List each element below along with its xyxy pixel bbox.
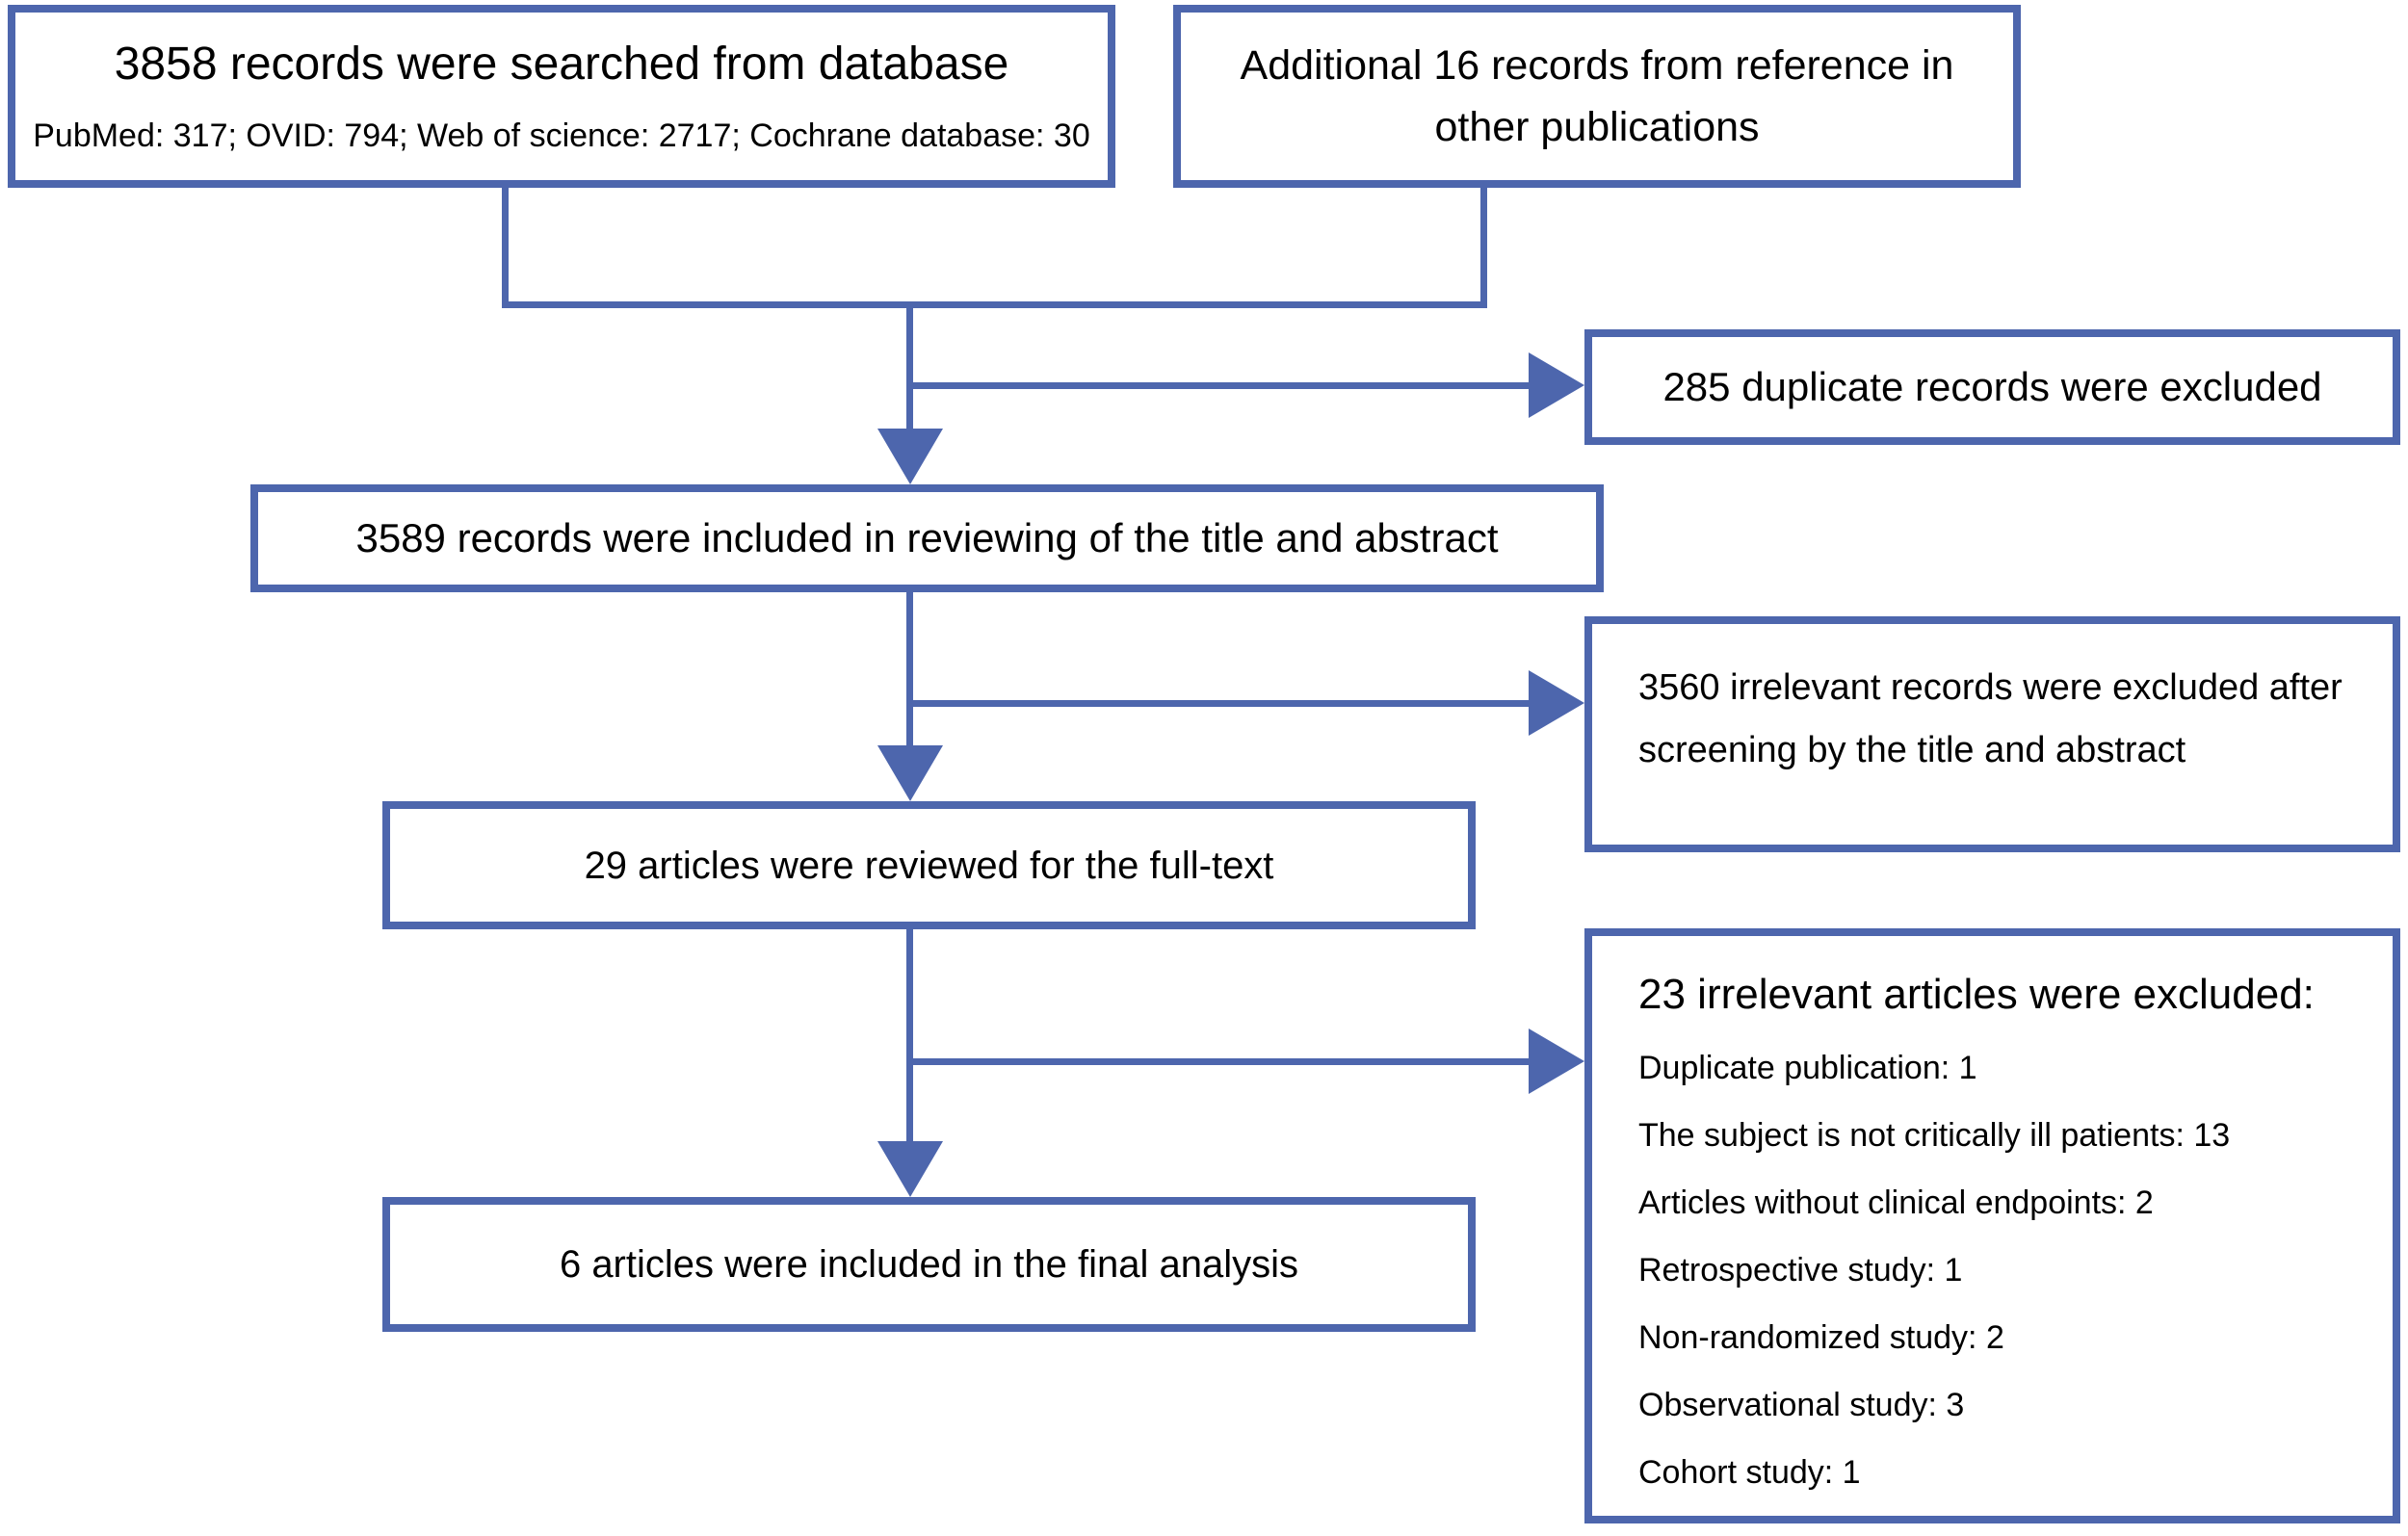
arrowhead-down-icon xyxy=(877,429,943,484)
box-title-abstract-review: 3589 records were included in reviewing … xyxy=(250,484,1604,592)
box-duplicates-excluded: 285 duplicate records were excluded xyxy=(1584,329,2400,445)
arrowhead-right-icon xyxy=(1529,352,1584,418)
box-database-search-subtitle: PubMed: 317; OVID: 794; Web of science: … xyxy=(33,117,1090,155)
box-duplicates-excluded-text: 285 duplicate records were excluded xyxy=(1662,363,2322,409)
box-fulltext-review: 29 articles were reviewed for the full-t… xyxy=(382,801,1476,929)
connector-from-additional-records xyxy=(1480,186,1487,308)
box-irrelevant-records-excluded: 3560 irrelevant records were excluded af… xyxy=(1584,616,2400,852)
connector-to-duplicates-excluded xyxy=(906,382,1532,389)
exclusion-reason-item: Duplicate publication: 1 xyxy=(1638,1050,1977,1086)
box-title-abstract-review-text: 3589 records were included in reviewing … xyxy=(355,514,1499,560)
box-database-search-title: 3858 records were searched from database xyxy=(114,38,1009,90)
box-final-analysis-text: 6 articles were included in the final an… xyxy=(559,1243,1299,1286)
box-irrelevant-records-excluded-text: 3560 irrelevant records were excluded af… xyxy=(1638,667,2343,770)
connector-to-irrelevant-records xyxy=(906,700,1532,707)
exclusion-reason-item: Observational study: 3 xyxy=(1638,1387,1965,1423)
box-database-search: 3858 records were searched from database… xyxy=(8,5,1115,188)
box-articles-excluded-title: 23 irrelevant articles were excluded: xyxy=(1638,971,2315,1018)
connector-to-articles-excluded xyxy=(906,1058,1532,1065)
connector-merge-to-review xyxy=(906,301,913,436)
box-articles-excluded-content: 23 irrelevant articles were excluded: Du… xyxy=(1592,936,2393,1506)
exclusion-reason-item: Retrospective study: 1 xyxy=(1638,1252,1963,1289)
arrowhead-right-icon xyxy=(1529,1028,1584,1094)
exclusion-reason-item: Articles without clinical endpoints: 2 xyxy=(1638,1185,2154,1221)
box-fulltext-review-text: 29 articles were reviewed for the full-t… xyxy=(584,844,1274,887)
arrowhead-right-icon xyxy=(1529,670,1584,736)
box-additional-records: Additional 16 records from reference in … xyxy=(1173,5,2021,188)
box-final-analysis: 6 articles were included in the final an… xyxy=(382,1197,1476,1332)
arrowhead-down-icon xyxy=(877,745,943,801)
connector-fulltext-to-final xyxy=(906,927,913,1144)
connector-review-to-fulltext xyxy=(906,590,913,749)
exclusion-reason-item: Cohort study: 1 xyxy=(1638,1454,1861,1491)
exclusion-reason-item: The subject is not critically ill patien… xyxy=(1638,1117,2231,1154)
box-articles-excluded: 23 irrelevant articles were excluded: Du… xyxy=(1584,928,2400,1523)
exclusion-reason-item: Non-randomized study: 2 xyxy=(1638,1319,2004,1356)
connector-merge-line xyxy=(502,301,1487,308)
box-additional-records-text: Additional 16 records from reference in … xyxy=(1240,41,1954,151)
arrowhead-down-icon xyxy=(877,1141,943,1197)
connector-from-database-search xyxy=(502,186,509,308)
